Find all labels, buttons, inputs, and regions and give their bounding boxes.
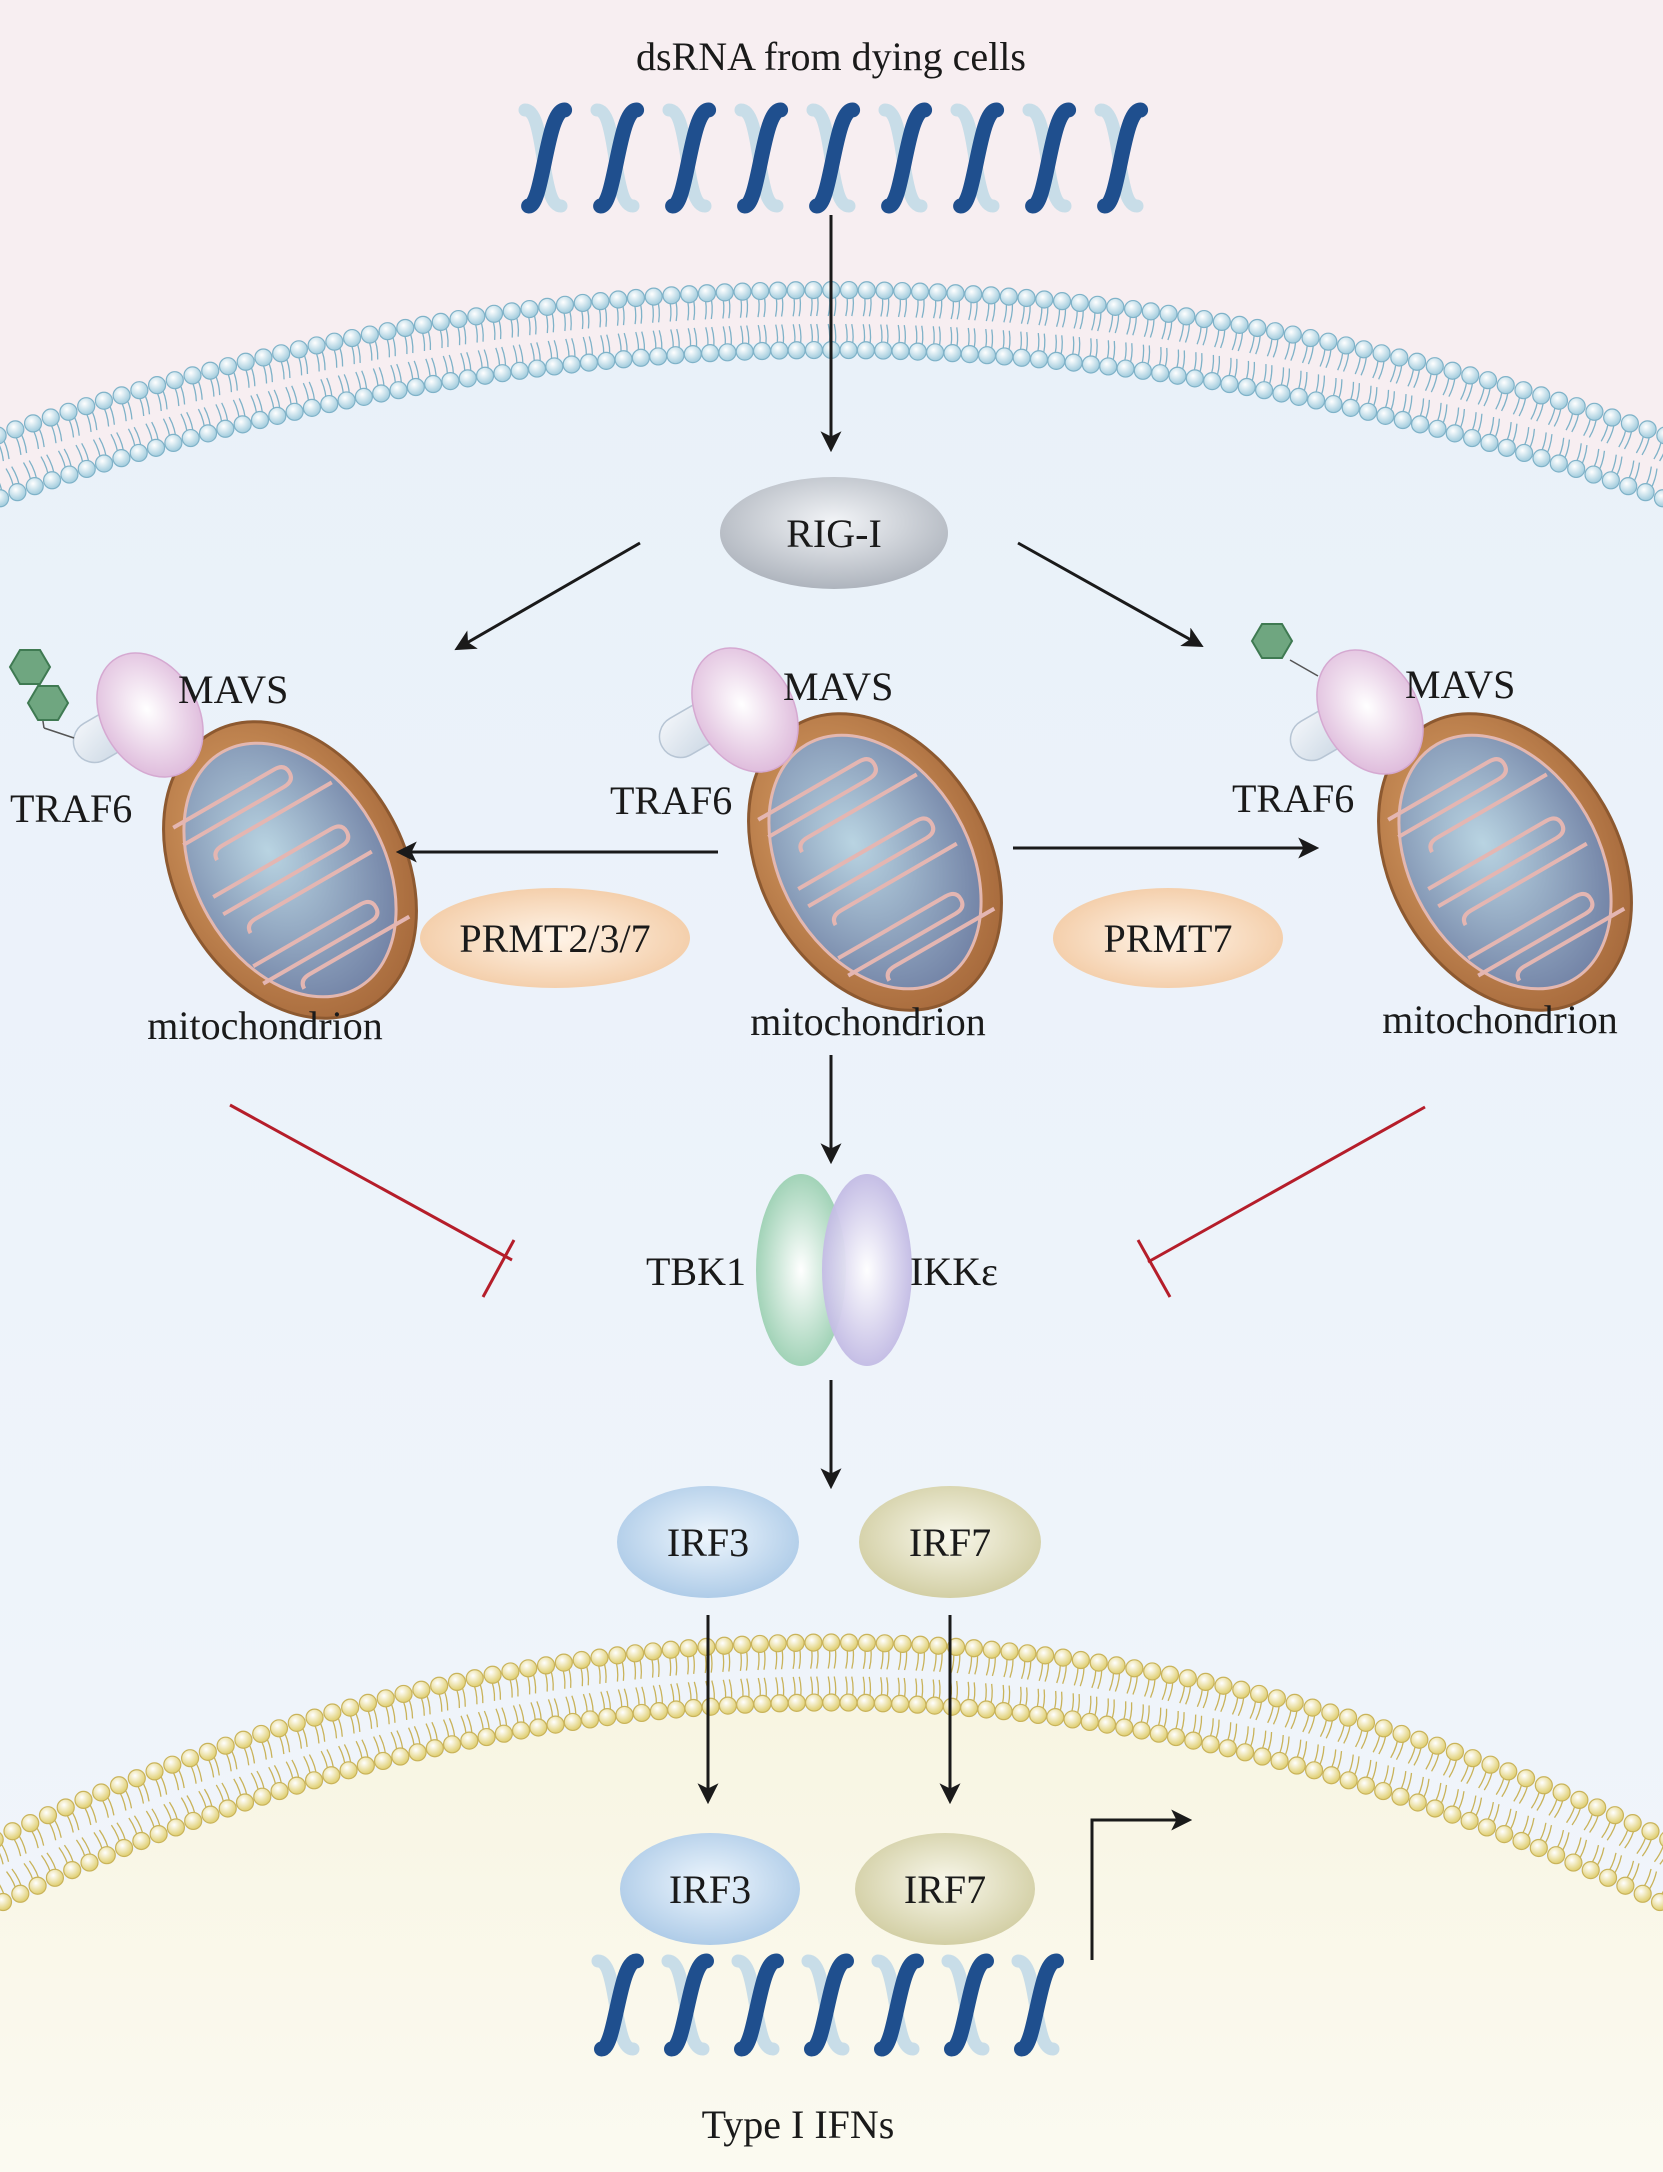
methyl-group-icon [26,685,70,721]
methyl-group-icon [8,649,52,685]
ikke-protein [822,1174,912,1366]
type-i-ifns-label: Type I IFNs [702,2102,895,2147]
left-mitochondrion [162,720,418,1020]
tbk1-label: TBK1 [646,1249,746,1294]
right-mito-complex: MAVS TRAF6 mitochondrion [1232,623,1633,1042]
left-mito-complex: MAVS TRAF6 mitochondrion [8,649,418,1048]
irf3-cytoplasm-label: IRF3 [667,1520,749,1565]
left-mitochondrion-label: mitochondrion [147,1003,383,1048]
center-mitochondrion [747,712,1003,1012]
left-methylation-marks [8,649,75,739]
irf7-cytoplasm-label: IRF7 [909,1520,991,1565]
ikke-label: IKKε [910,1249,998,1294]
center-traf6-label: TRAF6 [610,778,732,823]
right-mavs-label: MAVS [1405,662,1515,707]
center-mito-complex: MAVS TRAF6 mitochondrion [610,647,1003,1044]
right-traf6-label: TRAF6 [1232,776,1354,821]
prmt-2-3-7-label: PRMT2/3/7 [459,916,650,961]
right-inhibition [1136,1105,1426,1298]
left-mavs-label: MAVS [178,667,288,712]
arrow-rig-i-to-left-mavs [454,541,641,651]
irf7-nucleus: IRF7 [855,1833,1035,1945]
nuclear-membrane [0,1633,1663,1912]
dsrna-label: dsRNA from dying cells [636,34,1026,79]
rig-i-protein: RIG-I [720,477,948,589]
plasma-membrane [0,280,1663,508]
right-mavs-protein [1316,649,1424,775]
center-mitochondrion-label: mitochondrion [750,999,986,1044]
prmt7-enzyme: PRMT7 [1053,888,1283,988]
ifn-gene-dna-helix [591,1953,1064,2057]
right-mitochondrion-label: mitochondrion [1382,997,1618,1042]
prmt7-label: PRMT7 [1104,916,1233,961]
rig-i-label: RIG-I [786,511,882,556]
left-traf6-label: TRAF6 [10,786,132,831]
center-mavs-label: MAVS [783,664,893,709]
dsrna-helix [518,102,1149,214]
irf3-cytoplasm: IRF3 [617,1486,799,1598]
arrow-rig-i-to-right-mavs [1017,541,1204,648]
left-mavs-protein [96,652,204,778]
transcription-start-arrow [1090,1809,1193,1960]
right-mitochondrion [1377,712,1633,1012]
irf3-nucleus-label: IRF3 [669,1867,751,1912]
irf7-nucleus-label: IRF7 [904,1867,986,1912]
irf3-nucleus: IRF3 [620,1833,800,1945]
tbk1-protein [756,1174,846,1366]
center-mavs-protein [691,647,799,773]
nucleus [0,1710,1663,2172]
right-methylation-marks [1250,623,1319,677]
irf7-cytoplasm: IRF7 [859,1486,1041,1598]
left-inhibition [229,1103,516,1298]
methyl-group-icon [1250,623,1294,659]
prmt-2-3-7-enzyme: PRMT2/3/7 [420,888,690,988]
